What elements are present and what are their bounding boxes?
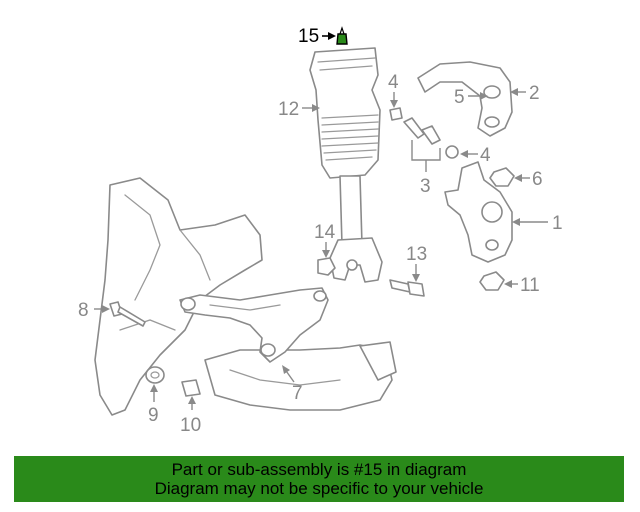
callout-6: 6 xyxy=(532,169,543,190)
callout-14: 14 xyxy=(314,222,336,243)
nut-6 xyxy=(489,167,515,187)
nut-14 xyxy=(317,257,336,276)
bushing-10 xyxy=(181,379,201,397)
bolt-8 xyxy=(109,301,146,327)
callout-13: 13 xyxy=(406,244,427,265)
callout-3: 3 xyxy=(420,176,431,197)
callout-11: 11 xyxy=(520,275,540,296)
air-strut xyxy=(309,47,383,283)
info-banner: Part or sub-assembly is #15 in diagram D… xyxy=(14,456,624,502)
subframe xyxy=(94,177,397,416)
callout-1: 1 xyxy=(552,213,563,234)
callout-10: 10 xyxy=(180,415,201,436)
part-15-highlight xyxy=(336,26,348,45)
callout-4-top: 4 xyxy=(388,72,399,93)
callout-15: 15 xyxy=(298,26,319,47)
banner-line-1: Part or sub-assembly is #15 in diagram xyxy=(171,460,467,479)
upper-control-arm xyxy=(417,61,513,137)
callout-5: 5 xyxy=(454,87,465,108)
bolt-13 xyxy=(389,279,425,297)
callout-2: 2 xyxy=(529,83,540,104)
callout-8: 8 xyxy=(78,300,89,321)
callout-12: 12 xyxy=(278,99,299,120)
parts-diagram: 1 2 3 4 4 5 6 7 8 9 10 11 12 13 14 15 xyxy=(78,26,563,436)
leader-lines xyxy=(94,32,548,410)
lower-control-arm xyxy=(179,287,329,363)
upper-arm-hardware xyxy=(389,107,459,172)
banner-line-2: Diagram may not be specific to your vehi… xyxy=(154,479,484,498)
steering-knuckle xyxy=(444,161,513,263)
bushing-9 xyxy=(145,366,165,384)
nut-11 xyxy=(479,271,505,291)
callout-7: 7 xyxy=(292,383,303,404)
callout-9: 9 xyxy=(148,405,159,426)
callout-4-right: 4 xyxy=(480,145,491,166)
